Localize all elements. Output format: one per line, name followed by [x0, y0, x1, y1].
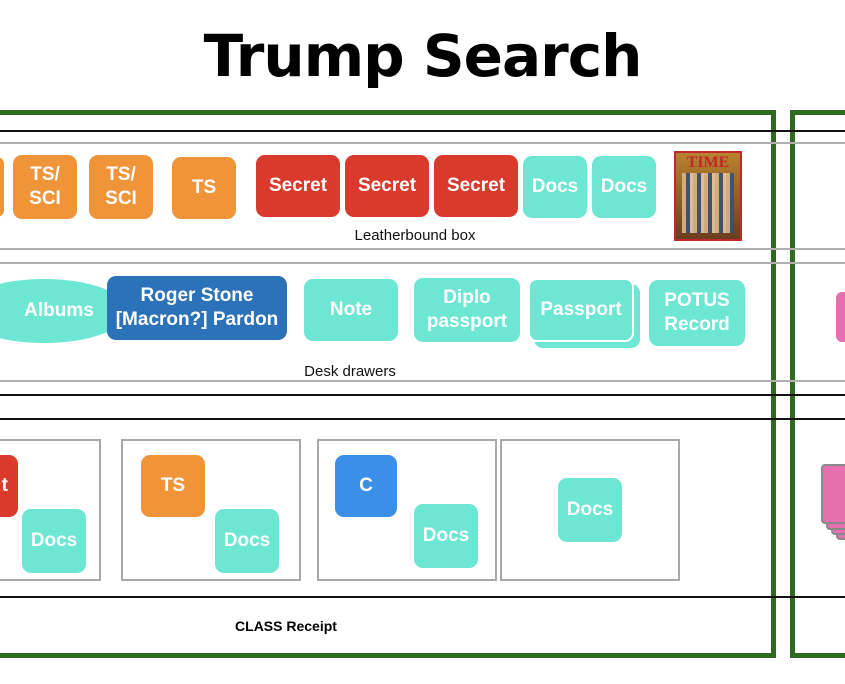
ts-tile: TS: [172, 157, 236, 219]
c-marker: C: [335, 455, 397, 517]
time-magazine-masthead: TIME: [686, 154, 730, 171]
secret-marker-partial: t: [0, 455, 18, 517]
class-second-line: [0, 418, 845, 420]
pink-card-stack: [821, 464, 845, 524]
desk-top-line: [0, 262, 845, 264]
leatherbound-inner-line: [0, 142, 845, 144]
passport-tile: Passport: [528, 278, 634, 342]
class-receipt-label: CLASS Receipt: [235, 618, 337, 634]
docs-tile: Docs: [558, 478, 622, 542]
time-magazine-illustration: [682, 173, 734, 233]
main-room-frame: [0, 110, 776, 658]
ts-sci-tile-partial: [0, 157, 4, 217]
class-top-line: [0, 394, 845, 396]
docs-tile: Docs: [215, 509, 279, 573]
page-title: Trump Search: [203, 22, 643, 90]
ts-sci-tile: TS/ SCI: [89, 155, 153, 219]
note-tile: Note: [304, 279, 398, 341]
class-bottom-line: [0, 596, 845, 598]
adjacent-room-frame: [790, 110, 845, 658]
desk-drawers-label: Desk drawers: [304, 363, 396, 380]
ts-sci-tile: TS/ SCI: [13, 155, 77, 219]
potus-record-tile: POTUS Record: [649, 280, 745, 346]
pardon-tile: Roger Stone [Macron?] Pardon: [107, 276, 287, 340]
docs-tile: Docs: [523, 156, 587, 218]
leatherbound-top-line: [0, 130, 845, 132]
pink-tile-partial: [836, 292, 845, 342]
docs-tile: Docs: [414, 504, 478, 568]
leatherbound-bottom-line: [0, 248, 845, 250]
desk-bottom-line: [0, 380, 845, 382]
docs-tile: Docs: [22, 509, 86, 573]
docs-tile: Docs: [592, 156, 656, 218]
diplo-passport-tile: Diplo passport: [414, 278, 520, 342]
ts-marker: TS: [141, 455, 205, 517]
leatherbound-box-label: Leatherbound box: [354, 227, 476, 244]
time-magazine-image: TIME: [674, 151, 742, 241]
secret-tile: Secret: [345, 155, 429, 217]
secret-tile: Secret: [256, 155, 340, 217]
secret-tile: Secret: [434, 155, 518, 217]
